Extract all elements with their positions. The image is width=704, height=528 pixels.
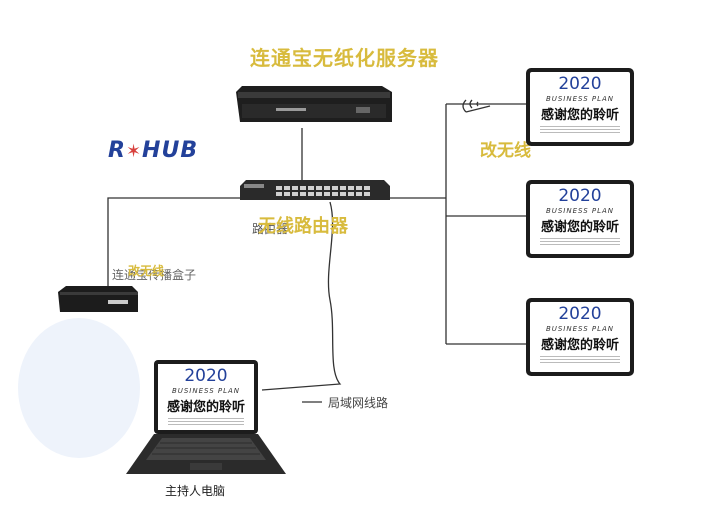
screen-fine-print xyxy=(167,418,245,426)
screen-year: 2020 xyxy=(184,366,228,386)
server-device xyxy=(236,86,392,122)
tablet-screen: 2020 BUSINESS PLAN 感谢您的聆听 xyxy=(530,302,630,372)
tablet-device: 2020 BUSINESS PLAN 感谢您的聆听 xyxy=(526,180,634,258)
laptop-screen: 2020 BUSINESS PLAN 感谢您的聆听 xyxy=(158,364,254,430)
wifi-icon xyxy=(462,99,491,113)
tablet-device: 2020 BUSINESS PLAN 感谢您的聆听 xyxy=(526,68,634,146)
screen-subtitle: BUSINESS PLAN xyxy=(545,95,615,103)
laptop-device: 2020 BUSINESS PLAN 感谢您的聆听 xyxy=(126,358,286,478)
laptop-keyboard xyxy=(126,434,286,474)
screen-fine-print xyxy=(540,126,620,134)
screen-text: 感谢您的聆听 xyxy=(166,400,245,415)
screen-subtitle: BUSINESS PLAN xyxy=(171,387,241,395)
mini-pc-device xyxy=(58,286,138,312)
box-link-line xyxy=(107,197,240,290)
screen-year: 2020 xyxy=(558,186,602,206)
screen-text: 感谢您的聆听 xyxy=(540,220,619,235)
screen-text: 感谢您的聆听 xyxy=(540,338,619,353)
rhub-logo: R✶HUB xyxy=(108,138,199,163)
screen-subtitle: BUSINESS PLAN xyxy=(545,325,615,333)
screen-fine-print xyxy=(540,238,620,246)
screen-subtitle: BUSINESS PLAN xyxy=(545,207,615,215)
screen-text: 感谢您的聆听 xyxy=(540,108,619,123)
switch-device xyxy=(240,180,390,200)
tablet-screen: 2020 BUSINESS PLAN 感谢您的聆听 xyxy=(530,72,630,142)
server-title: 连通宝无纸化服务器 xyxy=(250,46,439,70)
box-wireless-title: 改无线 xyxy=(128,264,165,278)
lan-label: 局域网线路 xyxy=(328,396,389,410)
decorative-cloud xyxy=(18,318,140,458)
screen-year: 2020 xyxy=(558,74,602,94)
router-label: 路由器 xyxy=(252,222,289,236)
box-label: 连通宝传播盒子 xyxy=(112,268,197,282)
laptop-label: 主持人电脑 xyxy=(165,484,226,498)
router-title: 无线路由器 xyxy=(258,216,348,237)
laptop-screen-frame: 2020 BUSINESS PLAN 感谢您的聆听 xyxy=(154,360,258,434)
lan-cable-line xyxy=(261,201,342,391)
screen-fine-print xyxy=(540,356,620,364)
tablet-device: 2020 BUSINESS PLAN 感谢您的聆听 xyxy=(526,298,634,376)
wireless-title: 改无线 xyxy=(480,141,531,161)
tablet-screen: 2020 BUSINESS PLAN 感谢您的聆听 xyxy=(530,184,630,254)
screen-year: 2020 xyxy=(558,304,602,324)
